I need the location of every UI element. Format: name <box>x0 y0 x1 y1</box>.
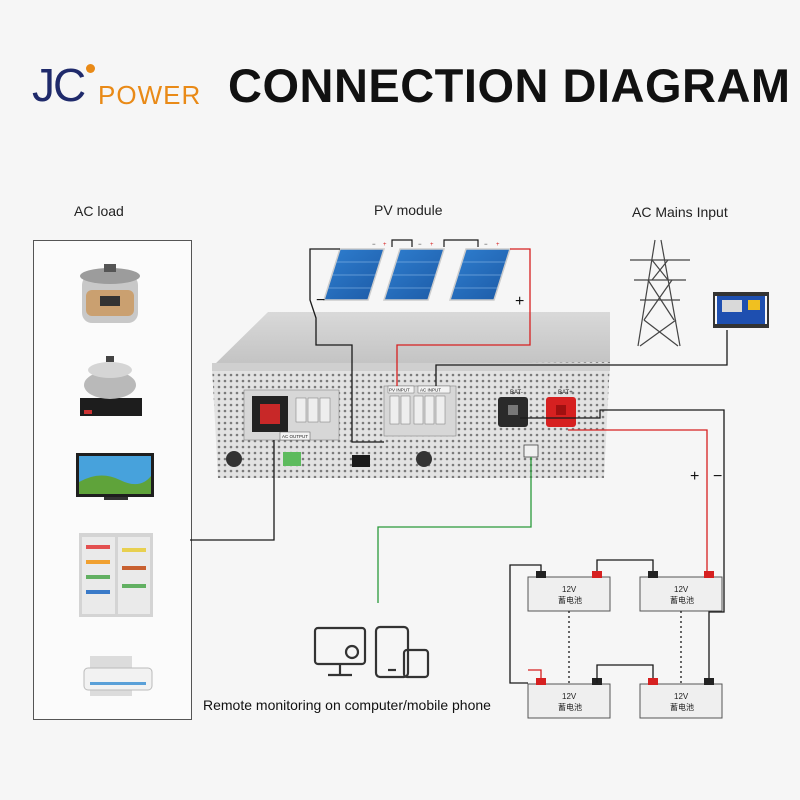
wiring <box>190 248 728 684</box>
bat-pos-tag: BAT+ <box>558 390 573 396</box>
battery-2-voltage: 12V <box>674 585 689 594</box>
ac-mains-label: AC Mains Input <box>632 204 728 220</box>
battery-4-label: 蓄电池 <box>670 702 694 712</box>
pv-module-label: PV module <box>374 202 443 218</box>
pv-minus-sign: − <box>316 292 326 309</box>
refrigerator-icon <box>79 533 153 617</box>
battery-3-label: 蓄电池 <box>558 702 582 712</box>
battery-1-label: 蓄电池 <box>558 595 582 605</box>
bat-neg-tag: BAT- <box>510 390 523 396</box>
battery-minus-sign: − <box>713 468 723 485</box>
generator-icon <box>713 292 769 328</box>
svg-text:+: + <box>383 242 387 248</box>
pv-plus-sign: + <box>515 293 525 310</box>
page-title: CONNECTION DIAGRAM <box>228 59 791 112</box>
svg-text:−: − <box>484 242 488 248</box>
battery-2-label: 蓄电池 <box>670 595 694 605</box>
svg-text:+: + <box>430 242 434 248</box>
battery-bank: 12V 蓄电池 12V 蓄电池 12V 蓄电池 12V 蓄电池 <box>527 571 723 719</box>
battery-3-voltage: 12V <box>562 692 577 701</box>
battery-plus-sign: + <box>690 468 700 485</box>
battery-2 <box>639 571 723 612</box>
logo-dot <box>86 64 95 73</box>
svg-text:+: + <box>496 242 500 248</box>
tv-icon <box>76 453 154 500</box>
power-tower-icon <box>630 239 690 347</box>
svg-text:−: − <box>372 242 376 248</box>
phone-icon <box>374 625 430 679</box>
ac-load-label: AC load <box>74 203 124 219</box>
ac-input-tag: AC INPUT <box>420 388 441 393</box>
pv-interconnects <box>391 239 479 247</box>
pv-input-tag: PV INPUT <box>389 388 410 393</box>
air-conditioner-icon <box>83 656 153 696</box>
ac-output-tag: AC OUTPUT <box>282 434 308 439</box>
svg-text:−: − <box>418 242 422 248</box>
rice-cooker-icon <box>80 264 140 323</box>
logo-power: POWER <box>98 80 202 110</box>
remote-monitoring-caption: Remote monitoring on computer/mobile pho… <box>203 697 491 713</box>
pv-panels <box>322 248 512 301</box>
battery-1-voltage: 12V <box>562 585 577 594</box>
induction-cooker-icon <box>80 356 142 416</box>
inverter-unit: AC OUTPUT PV INPUT AC INPUT BAT- BAT+ <box>212 312 610 478</box>
battery-4-voltage: 12V <box>674 692 689 701</box>
computer-icon <box>313 626 367 677</box>
logo-jc: JC <box>32 59 86 111</box>
battery-4 <box>639 678 723 719</box>
